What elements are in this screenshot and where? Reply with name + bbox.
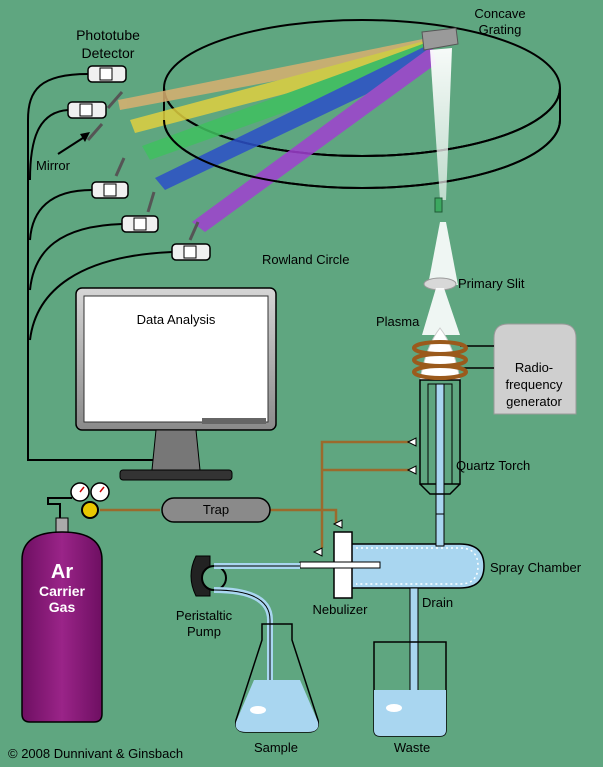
gas-regulator [70,482,110,519]
waste-beaker [373,641,447,737]
plasma-torch [412,327,468,515]
phototube-icon [87,65,127,83]
spray-chamber [349,513,485,589]
peristaltic-pump [190,555,300,710]
monitor-base [119,469,233,481]
trap-label: Trap [203,502,229,517]
gas-inlet-port [406,437,417,447]
argon-gas-lines [100,440,416,548]
argon-symbol: Ar [51,561,73,583]
valve-icon [81,501,99,519]
gas-inlet-port [406,465,417,475]
rf-coil [412,340,468,380]
monitor-screen [83,295,269,423]
monitor-stand [151,429,201,471]
quartz-torch-label: Quartz Torch [456,458,530,473]
plasma-label: Plasma [376,314,420,329]
phototube-icon [121,215,159,233]
rowland-circle-front-edge [163,119,561,189]
signal-cables [27,73,173,461]
mirror-icon [188,221,200,241]
concave-grating [421,27,459,51]
concave-grating-label-line2: Grating [479,22,522,37]
light-beam-upper [430,48,452,200]
rowland-circle-label: Rowland Circle [262,252,349,267]
spray-chamber-label: Spray Chamber [490,560,582,575]
sample-label: Sample [254,740,298,755]
rf-generator-label-line1: Radio- [515,360,553,375]
monitor-buttons [202,418,266,424]
entrance-slit [434,197,443,213]
rf-generator [460,323,577,415]
dispersed-spectrum [118,38,436,232]
rf-generator-label-line3: generator [506,394,562,409]
rf-generator-label-line2: frequency [505,377,563,392]
primary-slit-label: Primary Slit [458,276,525,291]
nebulizer-label: Nebulizer [313,602,369,617]
peristaltic-pump-label-line2: Pump [187,624,221,639]
phototube-icon [67,101,107,119]
phototube-label-line1: Phototube [76,27,140,43]
mirror-icon [146,191,156,213]
carrier-gas-label-line2: Gas [49,599,76,615]
nebulizer-gas-port [332,519,343,529]
concave-grating-label-line1: Concave [474,6,525,21]
drain-label: Drain [422,595,453,610]
mirror-icon [114,157,126,177]
copyright-notice: © 2008 Dunnivant & Ginsbach [8,746,183,761]
trap [161,497,271,523]
phototube-icon [91,181,129,199]
mirror-label: Mirror [36,158,71,173]
argon-cylinder [21,497,103,723]
waste-label: Waste [394,740,430,755]
arrowhead-icon [80,132,90,142]
nebulizer-gas-port [312,547,323,557]
data-analysis-label: Data Analysis [137,312,216,327]
mirror-icon [106,91,124,109]
peristaltic-pump-label-line1: Peristaltic [176,608,233,623]
computer-monitor [75,287,277,481]
sample-flask [234,623,320,733]
phototube-icon [171,243,211,261]
mirror-arrow [57,135,87,155]
nebulizer [299,519,381,599]
phototube-detectors [67,65,211,261]
carrier-gas-label-line1: Carrier [39,583,85,599]
drain-tube [409,587,419,705]
light-beam-lower [428,222,458,285]
light-beam-from-plasma [422,288,460,335]
phototube-label-line2: Detector [82,45,135,61]
mirror-icon [86,123,104,141]
